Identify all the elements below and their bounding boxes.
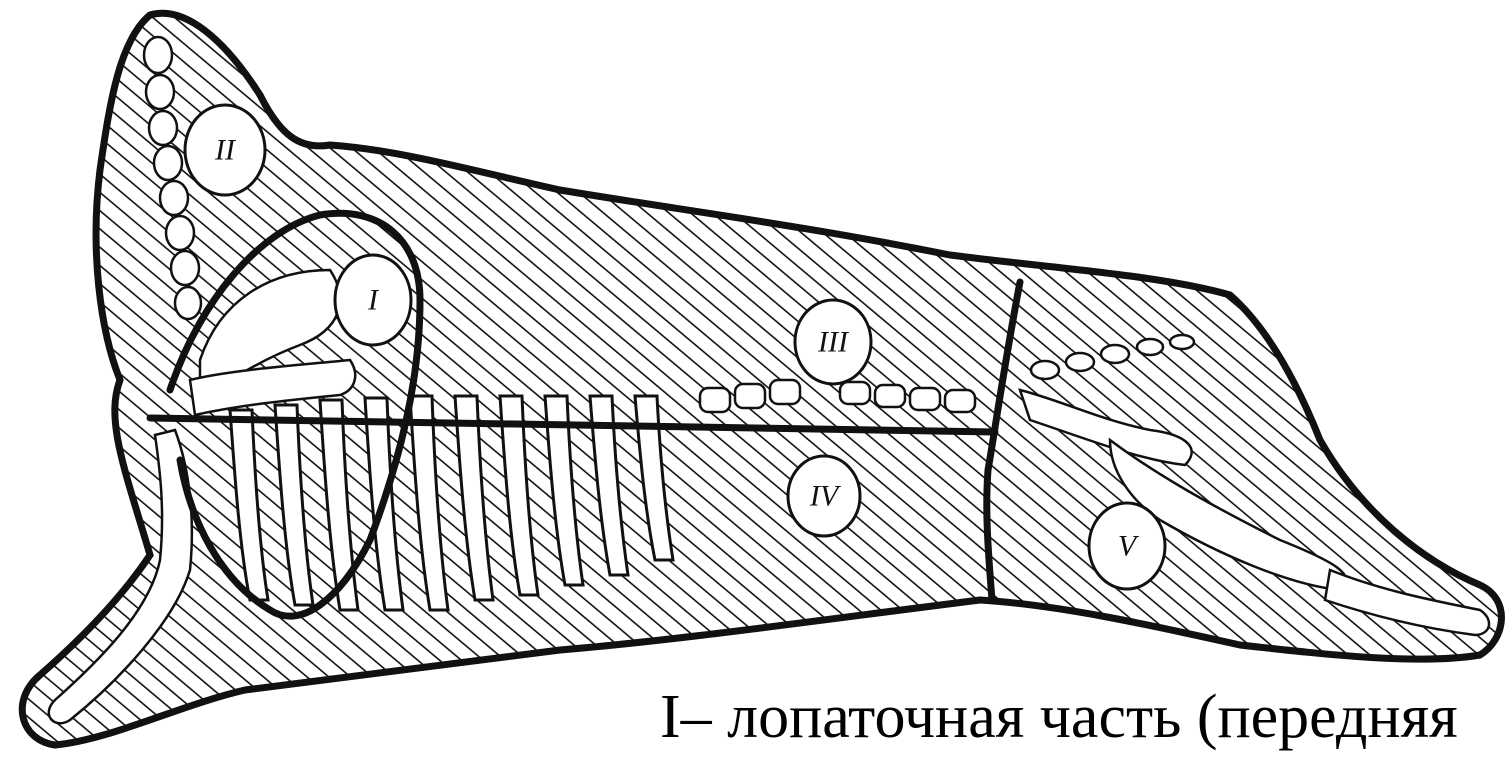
- caption-text: I– лопаточная часть (передняя: [660, 682, 1458, 752]
- region-label-II: II: [185, 105, 265, 195]
- region-label-IV: IV: [788, 456, 860, 536]
- svg-text:II: II: [214, 134, 237, 167]
- svg-text:IV: IV: [809, 480, 842, 513]
- svg-text:III: III: [817, 326, 850, 359]
- region-label-I: I: [335, 255, 411, 345]
- region-label-III: III: [795, 300, 871, 384]
- region-label-V: V: [1089, 503, 1165, 589]
